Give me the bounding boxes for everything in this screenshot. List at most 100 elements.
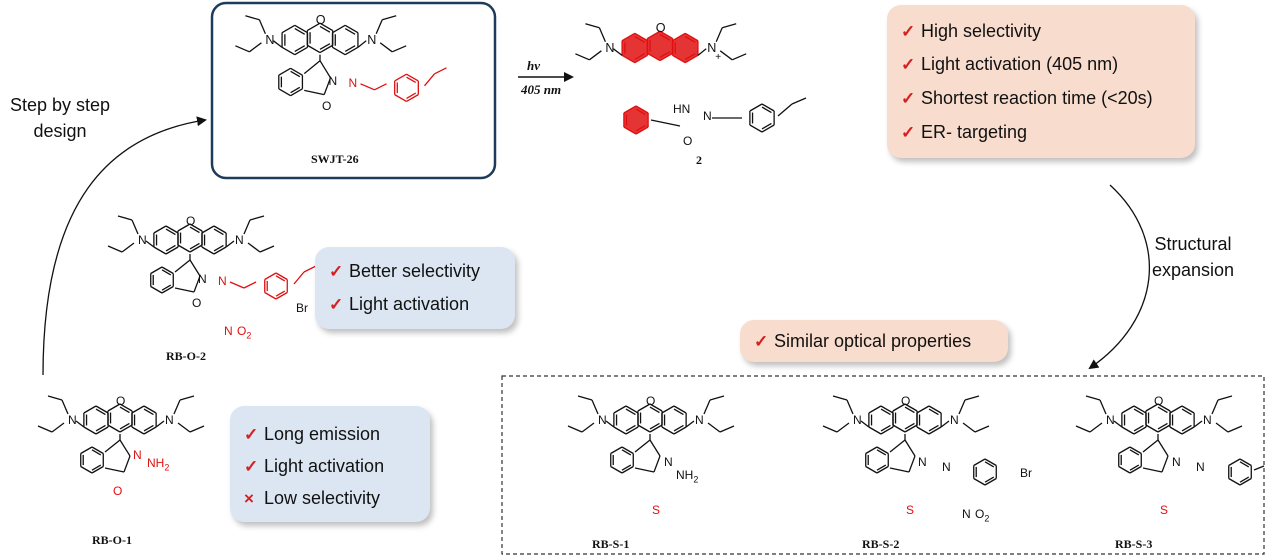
- bond: [928, 426, 942, 435]
- bond: [761, 106, 772, 114]
- check-icon: ✓: [329, 295, 344, 314]
- bond: [104, 439, 121, 453]
- bond: [117, 215, 133, 221]
- atom-label: N: [138, 233, 147, 247]
- caption-rbs1: RB-S-1: [592, 537, 630, 551]
- bond: [860, 420, 870, 428]
- bond: [153, 225, 167, 234]
- bond: [379, 42, 393, 53]
- caption-rbo2: RB-O-2: [166, 349, 206, 363]
- atom-symbol: O: [901, 394, 911, 408]
- atom-label: N: [68, 413, 77, 427]
- feature-row: ✓Similar optical properties: [754, 331, 971, 352]
- atom-label: N: [224, 324, 233, 338]
- bond: [649, 406, 660, 414]
- bond: [83, 426, 97, 435]
- bond: [659, 33, 671, 41]
- bond: [625, 426, 639, 435]
- bond: [904, 403, 918, 412]
- atom-label: N: [962, 507, 971, 521]
- bond: [357, 40, 367, 48]
- bond: [1239, 477, 1252, 486]
- bond: [832, 395, 848, 401]
- bond: [1085, 395, 1101, 401]
- bond: [80, 465, 93, 474]
- bond: [904, 424, 918, 433]
- bond: [865, 465, 878, 474]
- bond: [245, 15, 260, 21]
- atom-subscript: 2: [984, 513, 990, 524]
- bond: [684, 35, 696, 43]
- bond: [649, 403, 663, 412]
- bond: [1118, 465, 1131, 474]
- atom-symbol: N: [664, 455, 673, 469]
- bond: [649, 422, 660, 430]
- feature-text: Similar optical properties: [774, 331, 972, 351]
- bond: [161, 284, 172, 291]
- atom-symbol: N: [235, 233, 244, 247]
- atom-symbol: O: [655, 20, 666, 35]
- atom-symbol: N: [918, 455, 927, 469]
- bond: [1157, 403, 1171, 412]
- bond: [306, 44, 321, 54]
- bond: [672, 32, 686, 42]
- bond: [1075, 425, 1091, 433]
- atom-symbol: N: [853, 413, 862, 427]
- bond: [984, 477, 997, 486]
- bond: [83, 405, 97, 414]
- bond: [868, 405, 882, 414]
- atom-symbol: N: [1196, 460, 1205, 474]
- bond: [646, 52, 661, 62]
- feature-text: High selectivity: [921, 21, 1042, 41]
- bond: [637, 424, 651, 433]
- bond: [876, 446, 889, 455]
- bond: [1118, 446, 1131, 455]
- bond: [201, 246, 215, 255]
- bond: [984, 458, 997, 467]
- bond: [1253, 465, 1265, 471]
- atom-symbol: N: [1106, 413, 1115, 427]
- atom-label: N: [605, 41, 614, 55]
- bond: [161, 269, 172, 276]
- bond: [1228, 477, 1241, 486]
- bond: [293, 271, 305, 285]
- bond: [707, 422, 721, 433]
- bond: [697, 48, 707, 56]
- atom-label: N: [1196, 460, 1205, 474]
- atom-symbol: N: [695, 413, 704, 427]
- bond: [673, 424, 684, 432]
- bond: [1157, 424, 1171, 433]
- feature-row: ✓Long emission: [244, 424, 380, 445]
- bond: [104, 467, 125, 473]
- atom-symbol: N: [707, 40, 717, 55]
- atom-label: N: [950, 413, 959, 427]
- bond: [1181, 408, 1192, 416]
- atom-label: Br: [1020, 466, 1032, 480]
- bond: [51, 422, 65, 433]
- bond: [904, 439, 916, 457]
- bond: [213, 228, 224, 236]
- bond: [382, 15, 397, 21]
- bond: [634, 35, 646, 43]
- atom-symbol: Br: [296, 301, 308, 315]
- bond: [173, 399, 181, 415]
- bond: [649, 424, 663, 433]
- bond: [145, 240, 155, 248]
- bond: [791, 97, 807, 105]
- bond: [143, 426, 157, 435]
- bond: [161, 285, 174, 294]
- bond: [1142, 439, 1159, 453]
- atom-label: N: [329, 74, 338, 88]
- bond: [621, 464, 632, 471]
- bond: [281, 46, 296, 56]
- bond: [323, 77, 332, 95]
- design-label-line1: Step by step: [10, 95, 111, 115]
- atom-label: N: [165, 413, 174, 427]
- bond: [577, 395, 593, 401]
- bond: [165, 228, 176, 236]
- bond: [634, 53, 646, 61]
- bond: [179, 395, 195, 401]
- atom-symbol: NH: [676, 468, 694, 482]
- bond: [319, 43, 331, 50]
- caption-rbs3: RB-S-3: [1115, 537, 1153, 551]
